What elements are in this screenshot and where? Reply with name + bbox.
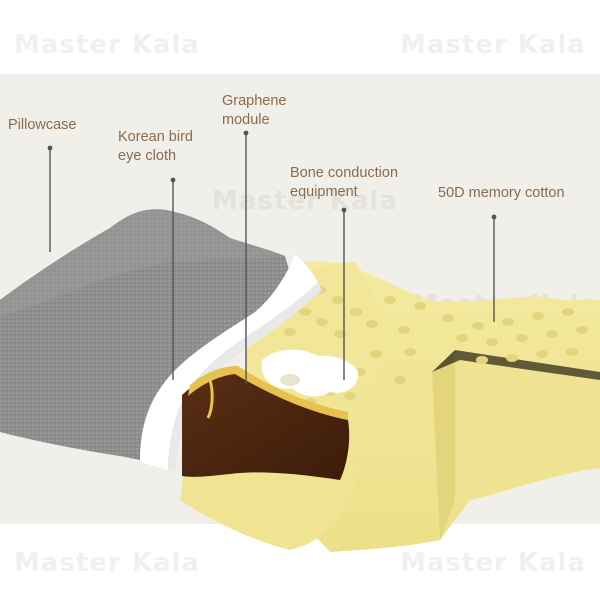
leader-dots [47,130,497,220]
memory-foam-recess-wall [432,350,455,540]
watermark-top-left: Master Kala [14,30,200,60]
label-memory-cotton: 50D memory cotton [438,185,565,201]
label-bone-line1: Bone conduction [290,165,399,181]
korean-bird-eye-cloth-edge [168,282,322,472]
memory-foam-recess-edge [432,350,600,380]
leader-dot-korean-bird [170,177,176,183]
leader-dot-graphene [243,130,249,136]
bone-conduction-module-shadow [280,374,300,386]
graphene-module-top [188,366,348,420]
watermark-middle: Master Kala [212,186,398,216]
label-bone-line2: equipment [290,184,358,200]
watermark-bottom-left: Master Kala [14,548,200,578]
graphene-module-wire [206,379,214,419]
watermark-top-right: Master Kala [400,30,586,60]
label-graphene-line1: Graphene [222,93,287,109]
label-korean-bird-line1: Korean bird [118,129,193,145]
leader-lines [49,133,495,384]
leader-dot-bone [341,207,347,213]
leader-dot-pillowcase [47,145,53,151]
graphene-module [182,370,350,480]
label-graphene-line2: module [222,112,270,128]
korean-bird-eye-cloth [140,255,318,470]
memory-foam-recess [455,350,600,500]
watermark-bottom-right: Master Kala [400,548,586,578]
label-korean-bird-line2: eye cloth [118,148,177,164]
label-pillowcase: Pillowcase [8,117,77,133]
leader-dot-memory [491,214,497,220]
pillowcase-top-shade [0,209,285,316]
